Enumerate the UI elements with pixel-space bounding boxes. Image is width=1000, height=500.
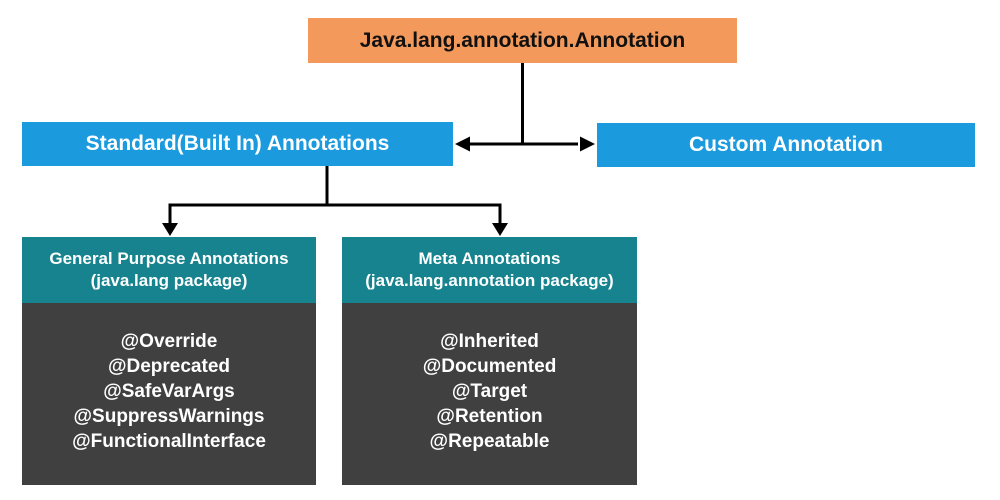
group-general-purpose: General Purpose Annotations (java.lang p…	[22, 237, 316, 485]
group-meta-header: Meta Annotations (java.lang.annotation p…	[342, 237, 637, 303]
group-meta-annotations: Meta Annotations (java.lang.annotation p…	[342, 237, 637, 485]
arrowhead-down-meta-icon	[492, 223, 508, 236]
node-standard-label: Standard(Built In) Annotations	[85, 132, 390, 155]
annotation-item: @FunctionalInterface	[72, 431, 266, 452]
annotation-item: @SuppressWarnings	[73, 406, 265, 427]
node-root-annotation: Java.lang.annotation.Annotation	[308, 18, 737, 63]
group-general-title: General Purpose Annotations	[49, 249, 289, 268]
group-general-items: @Override @Deprecated @SafeVarArgs @Suppres…	[22, 303, 316, 485]
arrowhead-right-icon	[580, 136, 595, 152]
arrowhead-down-general-icon	[162, 223, 178, 236]
annotation-item: @Repeatable	[429, 431, 550, 452]
annotation-item: @Deprecated	[107, 356, 230, 377]
group-meta-items: @Inherited @Documented @Target @Retention @R…	[342, 303, 637, 485]
annotation-item: @SafeVarArgs	[103, 381, 235, 402]
group-general-header: General Purpose Annotations (java.lang p…	[22, 237, 316, 303]
arrowhead-left-icon	[455, 136, 470, 152]
annotation-item: @Override	[120, 331, 218, 352]
annotation-item: @Retention	[436, 406, 543, 427]
node-standard-annotations: Standard(Built In) Annotations	[22, 122, 453, 166]
annotation-item: @Documented	[422, 356, 557, 377]
node-custom-label: Custom Annotation	[688, 133, 884, 156]
annotation-item: @Target	[451, 381, 528, 402]
node-custom-annotation: Custom Annotation	[597, 123, 975, 167]
group-meta-subtitle: (java.lang.annotation package)	[365, 271, 614, 290]
group-general-subtitle: (java.lang package)	[90, 271, 248, 290]
node-root-label: Java.lang.annotation.Annotation	[359, 28, 686, 52]
annotation-item: @Inherited	[440, 331, 539, 352]
group-meta-title: Meta Annotations	[418, 249, 561, 268]
